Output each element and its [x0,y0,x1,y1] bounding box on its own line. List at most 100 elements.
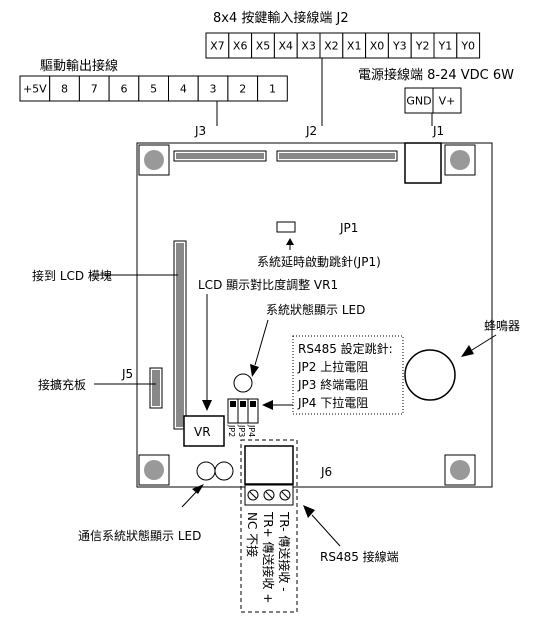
jp4-description: JP4 下拉電阻 [297,395,368,410]
j2-board-connector [276,150,398,162]
j1-label: J1 [432,124,444,138]
j2-pin-label: X7 [210,40,225,53]
j5-label: J5 [121,367,133,381]
j6-pin-nc: NC 不接 [245,512,260,557]
comm-led-label: 通信系統狀態顯示 LED [78,528,201,543]
j1-pin-cell [404,87,434,114]
mounting-hole-bottom-left [138,454,170,486]
j1-board-connector [404,142,442,184]
j3-pin-label: 8 [61,83,68,96]
j3-board-connector [173,150,267,162]
j6-screw-3 [279,489,291,501]
vr-description: LCD 顯示對比度調整 VR1 [198,277,338,292]
j3-pin-cell [197,75,229,102]
j3-pin-label: 6 [120,83,127,96]
jp3-jumper [237,398,249,424]
comm-led-2 [214,461,234,481]
jp1-arrow-icon [286,238,294,245]
j3-pin-cell [78,75,110,102]
comm-led-leader [181,489,199,508]
j3-terminal-strip: +5V 8 7 6 5 4 3 2 1 [19,75,288,102]
buzzer-leader [471,334,497,351]
j2-pin-label: X1 [347,40,362,53]
jp1-jumper [276,221,296,233]
jp4-label: JP4 [247,424,256,437]
jp3-description: JP3 終端電阻 [297,377,368,392]
lcd-label: 接到 LCD 模塊 [32,268,112,283]
led-description: 系統狀態顯示 LED [266,302,365,317]
rs485-jumper-title: RS485 設定跳針: [298,341,393,356]
j1-pin-label: GND [406,95,431,108]
j2-pin-label: X6 [233,40,248,53]
j2-label: J2 [305,124,317,138]
j3-pin-cell [227,75,259,102]
buzzer-label: 蜂鳴器 [484,319,520,333]
j3-pin-cell [257,75,288,102]
j6-screw-2 [263,489,275,501]
led-leader [254,319,269,366]
j2-pin-label: Y0 [460,40,475,53]
jp3-label: JP3 [237,424,246,437]
j3-pin-label: 5 [150,83,157,96]
j1-terminal-strip: GND V+ [404,87,462,114]
j2-terminal-strip: X7 X6 X5 X4 X3 X2 X1 X0 Y3 Y2 Y1 Y0 [205,32,481,59]
j2-pin-label: Y1 [438,40,453,53]
jp2-description: JP2 上拉電阻 [297,359,368,374]
vr-arrow-icon [202,400,212,411]
j5-connector [149,367,163,409]
j6-header [244,445,294,485]
j3-pin-cell [19,75,51,102]
j3-pin-cell [138,75,170,102]
j2-pin-label: X2 [324,40,339,53]
j2-pin-label: X0 [370,40,385,53]
jp1-label: JP1 [339,221,358,235]
j6-dashed-outline [240,439,298,613]
jumper-arrow-icon [262,400,273,410]
j6-pin-tr-plus: TR+ 傳送接收 + [261,511,276,603]
j6-pin-tr-minus: TR- 傳送接收 - [277,511,292,591]
jp2-label: JP2 [227,424,236,437]
expansion-label: 接擴充板 [38,377,86,392]
j1-pin-cell [432,87,462,114]
j3-pin-label: 3 [210,83,217,96]
j3-pin-cell [168,75,199,102]
comm-led-1 [196,461,216,481]
jp1-description: 系統延時啟動跳針(JP1) [257,254,381,269]
mounting-hole-top-right [444,144,476,176]
buzzer-arrow-icon [461,345,474,357]
comm-led-arrow-icon [192,484,204,494]
vr-potentiometer [183,415,225,447]
system-led [233,373,253,393]
j3-pin-label: +5V [23,83,47,96]
j2-pin-label: X4 [279,40,294,53]
j2-title: 8x4 按鍵輸入接線端 J2 [213,10,349,26]
rs485-arrow-icon [303,505,315,518]
j6-label: J6 [320,465,332,479]
j3-pin-label: 7 [91,83,98,96]
j3-label: J3 [194,124,206,138]
j2-pin-cell [456,32,481,59]
j2-pin-label: Y2 [415,40,430,53]
j3-pin-label: 4 [180,83,187,96]
lcd-connector [173,240,187,430]
j3-pin-label: 1 [269,83,276,96]
j2-pin-label: X3 [301,40,316,53]
led-arrow-icon [250,364,259,377]
j1-pin-label: V+ [439,95,456,108]
j3-pin-label: 2 [239,83,246,96]
jp2-jumper [227,398,239,424]
vr-label: VR [194,425,211,439]
j2-pin-label: Y3 [392,40,407,53]
power-title: 電源接線端 8-24 VDC 6W [358,67,514,83]
mounting-hole-top-left [138,144,170,176]
pcb-board [136,142,493,488]
rs485-terminal-label: RS485 接線端 [320,549,399,564]
buzzer [404,349,456,401]
rs485-settings-box [292,335,404,415]
rs485-leader [311,514,341,547]
mounting-hole-bottom-right [444,454,476,486]
jp4-jumper [247,398,259,424]
j2-pin-label: X5 [256,40,271,53]
